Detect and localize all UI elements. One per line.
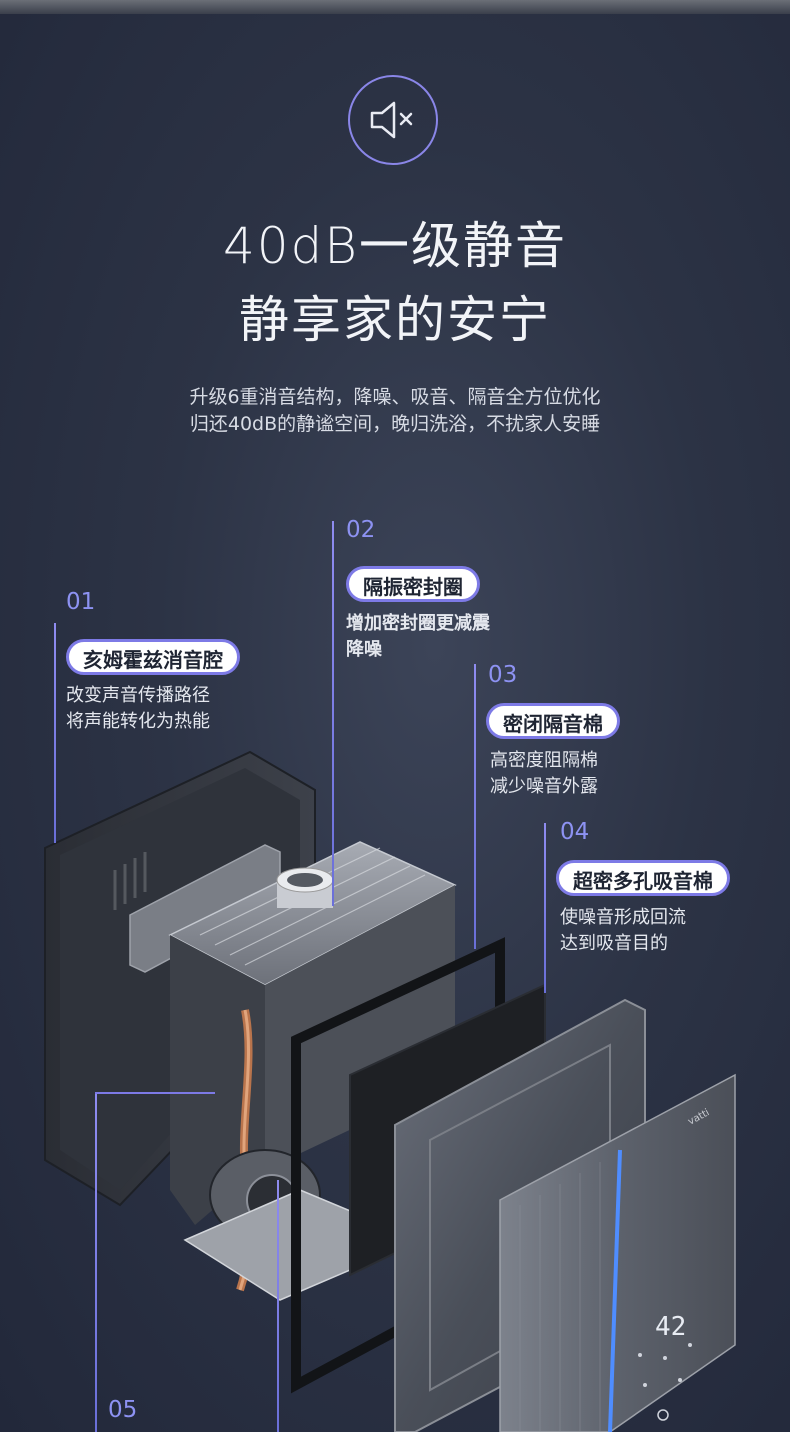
leader-line-03 bbox=[474, 664, 476, 949]
feature-03-line2: 减少噪音外露 bbox=[490, 776, 598, 797]
leader-line-05b bbox=[277, 1180, 279, 1432]
water-heater-exploded-view: vatti 42 bbox=[44, 750, 736, 1432]
feature-04-number: 04 bbox=[560, 819, 590, 845]
feature-03-line1: 高密度阻隔棉 bbox=[490, 750, 598, 771]
display-readout: 42 bbox=[655, 1312, 686, 1342]
leader-line-05 bbox=[95, 1092, 97, 1432]
description-line1: 升级6重消音结构，降噪、吸音、隔音全方位优化 bbox=[189, 386, 601, 408]
feature-04-line2: 达到吸音目的 bbox=[560, 933, 668, 954]
leader-line-04 bbox=[544, 823, 546, 993]
feature-01-title: 亥姆霍兹消音腔 bbox=[66, 639, 240, 675]
top-image-strip bbox=[0, 0, 790, 14]
page-title-line1: 40dB一级静音 bbox=[222, 217, 568, 275]
leader-line-01 bbox=[54, 623, 56, 843]
leader-line-02 bbox=[332, 521, 334, 906]
leader-line-05-horizontal bbox=[95, 1092, 215, 1094]
feature-04-line1: 使噪音形成回流 bbox=[560, 907, 686, 928]
feature-04-title: 超密多孔吸音棉 bbox=[556, 860, 730, 896]
feature-02-title: 隔振密封圈 bbox=[346, 566, 480, 602]
page-title-line2: 静享家的安宁 bbox=[239, 291, 551, 349]
mute-icon-badge bbox=[348, 75, 438, 165]
feature-01-line2: 将声能转化为热能 bbox=[66, 711, 210, 732]
muted-speaker-icon bbox=[370, 101, 413, 139]
feature-03-number: 03 bbox=[488, 662, 518, 688]
feature-03-title: 密闭隔音棉 bbox=[486, 703, 620, 739]
feature-01-number: 01 bbox=[66, 589, 96, 615]
feature-02-line2: 降噪 bbox=[346, 639, 382, 660]
feature-05-number: 05 bbox=[108, 1397, 138, 1423]
power-icon bbox=[657, 1409, 669, 1421]
feature-02-line1: 增加密封圈更减震 bbox=[346, 613, 490, 634]
feature-01-line1: 改变声音传播路径 bbox=[66, 685, 210, 706]
feature-02-number: 02 bbox=[346, 517, 376, 543]
blue-light-strip bbox=[608, 1149, 622, 1432]
description-line2: 归还40dB的静谧空间，晚归洗浴，不扰家人安睡 bbox=[189, 413, 601, 435]
